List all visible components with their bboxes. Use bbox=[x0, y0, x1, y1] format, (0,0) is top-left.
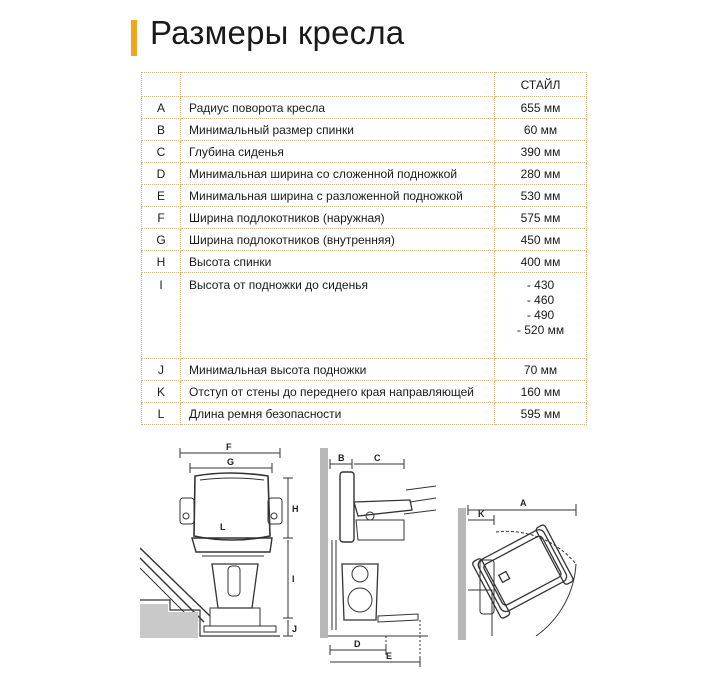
row-key: K bbox=[141, 380, 181, 403]
row-label: Радиус поворота кресла bbox=[180, 96, 495, 119]
row-label: Минимальная высота подножки bbox=[180, 358, 495, 381]
row-label: Минимальная ширина со сложенной подножко… bbox=[180, 162, 495, 185]
row-label: Длина ремня безопасности bbox=[180, 402, 495, 425]
label-f: F bbox=[226, 442, 232, 452]
row-value: 595 мм bbox=[494, 402, 587, 425]
table-row: J Минимальная высота подножки 70 мм bbox=[141, 358, 587, 381]
table-row: B Минимальный размер спинки 60 мм bbox=[141, 118, 587, 141]
table-row: H Высота спинки 400 мм bbox=[141, 250, 587, 273]
front-view-drawing: F G H L I J bbox=[140, 442, 299, 638]
table-row: G Ширина подлокотников (внутренняя) 450 … bbox=[141, 228, 587, 251]
row-key: A bbox=[141, 96, 181, 119]
label-j: J bbox=[292, 624, 297, 634]
page-title: Размеры кресла bbox=[150, 14, 405, 51]
label-e: E bbox=[386, 651, 392, 661]
row-label: Минимальная ширина с разложенной подножк… bbox=[180, 184, 495, 207]
row-label: Ширина подлокотников (наружная) bbox=[180, 206, 495, 229]
label-b: B bbox=[338, 453, 345, 463]
row-key: I bbox=[141, 272, 181, 359]
row-value-option: - 520 мм bbox=[516, 323, 565, 337]
row-value: 530 мм bbox=[494, 184, 587, 207]
side-view-drawing: B C D E bbox=[320, 448, 437, 667]
row-value: 575 мм bbox=[494, 206, 587, 229]
row-value: 280 мм bbox=[494, 162, 587, 185]
row-value: 70 мм bbox=[494, 358, 587, 381]
row-key: F bbox=[141, 206, 181, 229]
row-value: 60 мм bbox=[494, 118, 587, 141]
label-d: D bbox=[354, 639, 361, 649]
row-key: C bbox=[141, 140, 181, 163]
row-value: 400 мм bbox=[494, 250, 587, 273]
dimensions-table: СТАЙЛ A Радиус поворота кресла 655 мм B … bbox=[141, 72, 587, 425]
row-value: 655 мм bbox=[494, 96, 587, 119]
front-view-diagram: F G H L I J bbox=[140, 440, 310, 660]
row-key: D bbox=[141, 162, 181, 185]
label-k: K bbox=[478, 509, 485, 519]
row-key: B bbox=[141, 118, 181, 141]
row-key: E bbox=[141, 184, 181, 207]
row-label: Глубина сиденья bbox=[180, 140, 495, 163]
row-value: 160 мм bbox=[494, 380, 587, 403]
label-h: H bbox=[292, 504, 299, 514]
row-value-option: - 430 bbox=[526, 278, 555, 292]
column-header-style: СТАЙЛ bbox=[494, 72, 587, 97]
table-row: L Длина ремня безопасности 595 мм bbox=[141, 402, 587, 425]
table-row: C Глубина сиденья 390 мм bbox=[141, 140, 587, 163]
top-view-drawing: A K bbox=[458, 498, 577, 640]
row-label: Высота спинки bbox=[180, 250, 495, 273]
top-view-diagram: A K bbox=[456, 440, 582, 650]
row-key: L bbox=[141, 402, 181, 425]
label-l: L bbox=[220, 522, 226, 532]
row-label: Ширина подлокотников (внутренняя) bbox=[180, 228, 495, 251]
row-value: 450 мм bbox=[494, 228, 587, 251]
title-accent-bar bbox=[131, 20, 137, 56]
table-row: E Минимальная ширина с разложенной подно… bbox=[141, 184, 587, 207]
table-row: D Минимальная ширина со сложенной поднож… bbox=[141, 162, 587, 185]
row-key: H bbox=[141, 250, 181, 273]
table-row: I Высота от подножки до сиденья - 430 - … bbox=[141, 272, 587, 359]
row-label: Отступ от стены до переднего края направ… bbox=[180, 380, 495, 403]
row-label: Высота от подножки до сиденья bbox=[180, 272, 495, 359]
row-label: Минимальный размер спинки bbox=[180, 118, 495, 141]
table-row: F Ширина подлокотников (наружная) 575 мм bbox=[141, 206, 587, 229]
row-value-list: - 430 - 460 - 490 - 520 мм bbox=[494, 272, 587, 359]
side-view-diagram: B C D E bbox=[318, 440, 438, 670]
table-row: A Радиус поворота кресла 655 мм bbox=[141, 96, 587, 119]
table-header-row: СТАЙЛ bbox=[141, 72, 587, 97]
row-key: G bbox=[141, 228, 181, 251]
label-g: G bbox=[227, 457, 234, 467]
label-a: A bbox=[520, 498, 527, 508]
row-value-option: - 460 bbox=[526, 293, 555, 307]
table-row: K Отступ от стены до переднего края напр… bbox=[141, 380, 587, 403]
row-value-option: - 490 bbox=[526, 308, 555, 322]
row-value: 390 мм bbox=[494, 140, 587, 163]
label-i: I bbox=[292, 574, 295, 584]
row-key: J bbox=[141, 358, 181, 381]
label-c: C bbox=[374, 453, 381, 463]
